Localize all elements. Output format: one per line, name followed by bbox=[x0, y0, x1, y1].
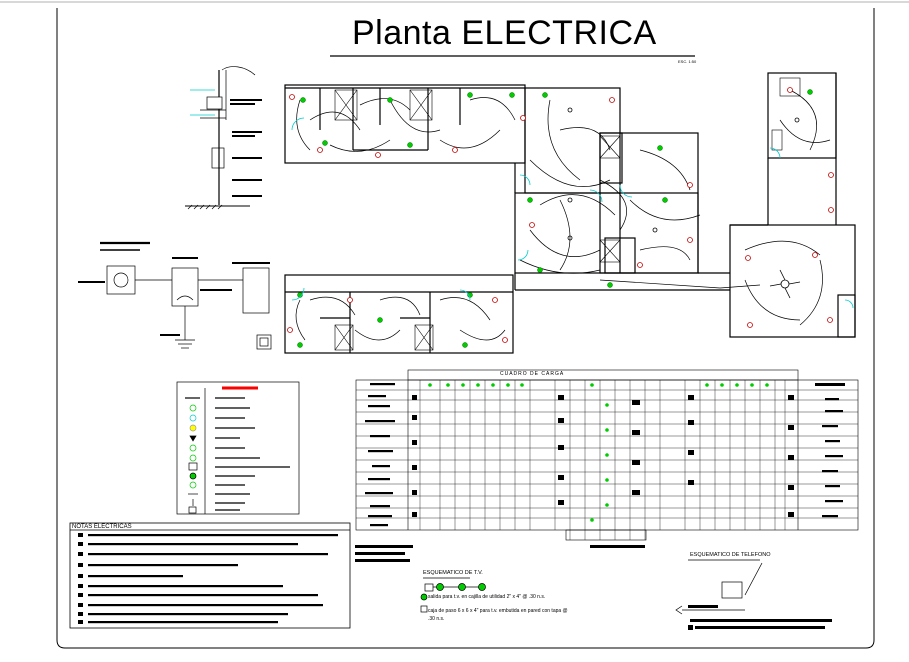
door-swings bbox=[291, 117, 854, 309]
sheet-frame bbox=[0, 1, 909, 649]
drawing-title: Planta ELECTRICA bbox=[352, 14, 657, 52]
bath-fixtures bbox=[334, 77, 801, 351]
notes-title: NOTAS ELECTRICAS bbox=[72, 524, 132, 530]
floor-plan-walls bbox=[284, 72, 856, 354]
phone-schematic bbox=[675, 559, 832, 630]
meter-mast-detail bbox=[185, 66, 262, 210]
symbol-legend bbox=[176, 381, 300, 515]
scale-note: ESC. 1:50 bbox=[678, 59, 697, 64]
load-table bbox=[355, 369, 859, 562]
tv-outlet-note: salida para t.v. en cajilla de utilidad … bbox=[428, 594, 546, 600]
service-panel-detail bbox=[78, 241, 272, 350]
wiring-arcs bbox=[295, 89, 831, 341]
tv-schematic-title: ESQUEMATICO DE T.V. bbox=[423, 570, 483, 576]
tv-box-note: caja de paso 6 x 6 x 4" para t.v. embuti… bbox=[428, 608, 568, 622]
tv-schematic bbox=[420, 577, 486, 613]
notes-box bbox=[69, 522, 351, 629]
outlets bbox=[287, 87, 834, 343]
light-fixtures bbox=[297, 89, 813, 348]
load-table-title: CUADRO DE CARGA bbox=[500, 371, 565, 377]
phone-schematic-title: ESQUEMATICO DE TELEFONO bbox=[690, 552, 771, 558]
ceiling-fans bbox=[567, 107, 801, 299]
